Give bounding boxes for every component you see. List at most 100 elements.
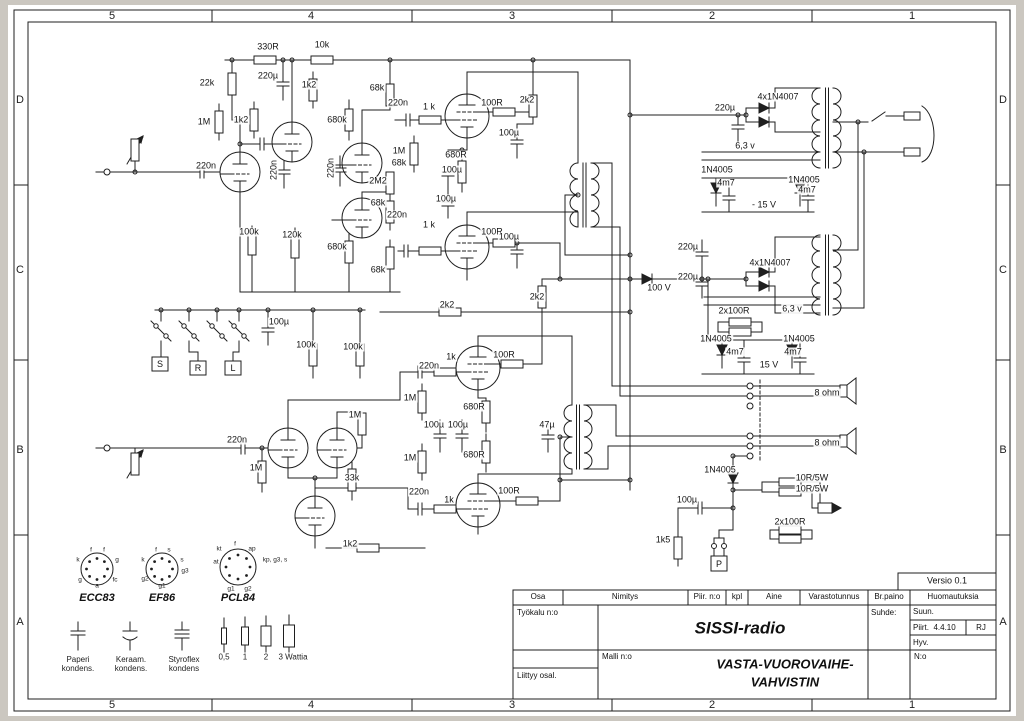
legend-names-text: EF86 [148, 592, 176, 604]
pin-labels-text: f [103, 546, 105, 554]
legend-names-text: PCL84 [220, 592, 256, 604]
component-labels-text: 68k [390, 157, 408, 168]
pin-labels-text: g3 [181, 567, 189, 575]
component-labels-text: 10R/5W [794, 472, 830, 483]
pin-labels-text: fc [112, 576, 118, 584]
border-marks-text: 1 [908, 699, 916, 711]
pin-labels-text: k [141, 556, 145, 564]
component-labels-text: 2k2 [518, 94, 536, 105]
component-labels-text: 1 k [421, 101, 437, 112]
component-labels-text: 1M [196, 116, 212, 127]
border-marks-text: 4 [307, 10, 315, 22]
component-labels-text: 100R [480, 97, 504, 108]
component-labels-text: 220n [225, 434, 249, 445]
component-labels-text: 1k [445, 351, 457, 362]
component-labels-text: 47µ [538, 419, 556, 430]
component-labels-text: 68k [369, 264, 387, 275]
pin-labels-text: g1 [227, 585, 235, 593]
component-labels-text: 100 V [646, 282, 672, 293]
pin-labels-text: kp, g3, s [262, 556, 288, 564]
pin-labels-text: f [90, 546, 92, 554]
header-kpl: kpl [731, 592, 743, 601]
boxed-labels-text: S [156, 359, 164, 369]
component-labels-text: 220n [194, 160, 218, 171]
component-labels-text: 100R [492, 349, 516, 360]
component-labels-text: 100R [480, 226, 504, 237]
border-marks-text: 2 [708, 699, 716, 711]
legend-names-text: ECC83 [79, 592, 115, 604]
legend-symbols [70, 548, 295, 653]
component-labels-text: 68k [369, 197, 387, 208]
component-labels-text: 100µ [497, 127, 521, 138]
suhde-label: Suhde: [871, 608, 897, 617]
component-labels-text: 680R [462, 401, 486, 412]
title-block-grid [512, 572, 997, 700]
component-labels-text: 1N4005 [787, 174, 821, 185]
component-labels-text: 220µ [256, 70, 280, 81]
header-osa: Osa [530, 592, 546, 601]
component-labels-text: 680k [326, 241, 348, 252]
pin-labels-text: s [180, 556, 184, 564]
legend-notes-text: 2 [263, 652, 269, 662]
liittyy-label: Liittyy osal. [517, 671, 557, 680]
component-labels-text: 2x100R [717, 305, 751, 316]
piirt-initials: RJ [976, 623, 986, 632]
malli-label: Malli n:o [602, 652, 632, 661]
component-labels-text: 1N4005 [700, 164, 734, 175]
legend-notes-text: Paperi kondens. [61, 654, 95, 673]
drawing-frame [13, 9, 1011, 712]
component-labels-text: 4m7 [783, 346, 803, 357]
border-marks-text: B [999, 444, 1007, 456]
legend-notes-text: 3 Wattia [278, 652, 308, 662]
header-aine: Aine [765, 592, 783, 601]
component-labels-text: 100µ [440, 164, 464, 175]
border-marks-text: 3 [508, 699, 516, 711]
component-labels-text: 1k5 [654, 534, 672, 545]
pin-labels-text: g1 [158, 582, 166, 590]
pin-labels-text: g2 [244, 585, 252, 593]
vertical-labels-text: 220n [325, 156, 336, 180]
component-labels-text: 1M [402, 392, 418, 403]
component-labels-text: 100µ [422, 419, 446, 430]
pin-labels-text: g [115, 556, 119, 564]
component-labels-text: 4m7 [716, 177, 736, 188]
suun-label: Suun. [913, 607, 934, 616]
border-marks-text: 5 [108, 699, 116, 711]
component-labels-text: 6,3 v [734, 140, 756, 151]
component-labels-text: 100µ [267, 316, 291, 327]
component-labels-text: 330R [256, 41, 280, 52]
component-labels-text: 100R [497, 485, 521, 496]
component-labels-text: 1M [248, 462, 264, 473]
component-labels-text: 1k2 [232, 114, 250, 125]
component-labels-text: 2x100R [773, 516, 807, 527]
component-labels-text: 33k [343, 472, 361, 483]
header-huomautuksia: Huomautuksia [927, 592, 979, 601]
component-labels-text: 100µ [497, 231, 521, 242]
component-labels-text: 100k [342, 341, 364, 352]
component-labels-text: 15 V [758, 359, 780, 370]
pin-labels-text: kt [216, 545, 222, 553]
component-labels-text: 220n [407, 486, 431, 497]
component-labels-text: 100k [295, 339, 317, 350]
legend-notes-text: 1 [242, 652, 248, 662]
component-labels-text: 220n [385, 209, 409, 220]
component-labels-text: 1 k [421, 219, 437, 230]
component-labels-text: 680k [326, 114, 348, 125]
border-marks-text: D [16, 94, 24, 106]
product-name: SISSI-radio [694, 618, 786, 638]
pin-labels-text: s [167, 546, 171, 554]
component-labels-text: 220µ [676, 241, 700, 252]
border-marks-text: C [16, 264, 24, 276]
component-labels-text: 4m7 [797, 184, 817, 195]
component-labels-text: 1M [347, 409, 363, 420]
component-labels-text: 220n [417, 360, 441, 371]
component-labels-text: 6,3 v [781, 303, 803, 314]
version-label: Versio 0.1 [926, 575, 968, 586]
junction-dots [132, 57, 867, 511]
pin-labels-text: k [76, 556, 80, 564]
legend-notes-text: Keraam. kondens. [114, 654, 148, 673]
border-marks-text: 4 [307, 699, 315, 711]
component-labels-text: 2k2 [528, 291, 546, 302]
